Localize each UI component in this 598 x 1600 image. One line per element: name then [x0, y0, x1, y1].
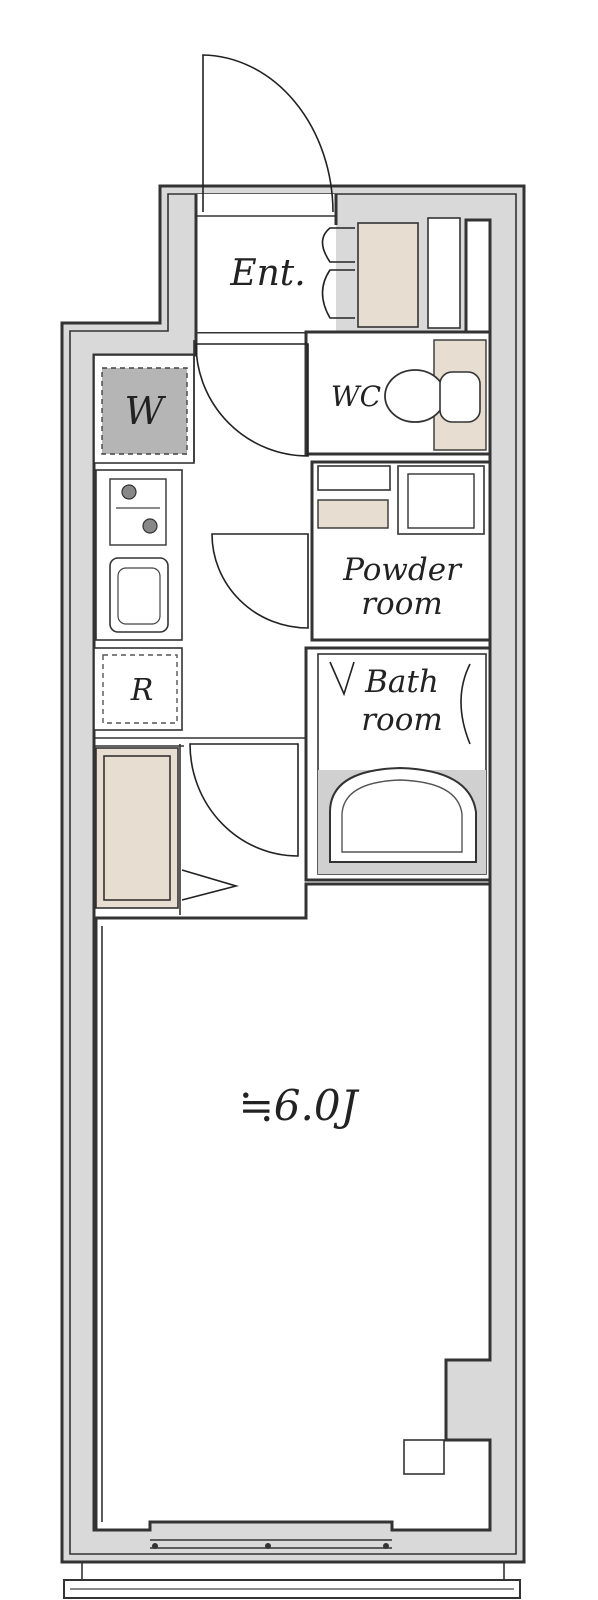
- burner-icon: [121, 484, 137, 500]
- burner-icon: [142, 518, 158, 534]
- powder-shelf-upper: [317, 465, 391, 491]
- bath-door-marker: [329, 661, 355, 697]
- storage-cabinet: [95, 747, 179, 909]
- washer-label: W: [124, 389, 166, 433]
- entrance-label: Ent.: [229, 253, 305, 294]
- main-room-size-label: ≒6.0J: [239, 1081, 360, 1130]
- storage-cabinet-inner: [103, 755, 171, 901]
- refrigerator: [102, 654, 178, 724]
- window-pin-icon: [152, 1543, 158, 1549]
- window-pin-icon: [265, 1543, 271, 1549]
- cabinet-door-lower: [321, 269, 355, 319]
- bath-room-label-line2: room: [361, 702, 443, 738]
- stove: [109, 478, 167, 546]
- inner-wall-line: [69, 193, 517, 1555]
- powder-room-door: [211, 533, 309, 629]
- opening-marker: [181, 869, 239, 901]
- refrigerator-space: [93, 647, 183, 731]
- window-pin-icon: [383, 1543, 389, 1549]
- shoe-cabinet: [357, 222, 419, 328]
- column-notch: [403, 1439, 445, 1475]
- bathtub-basin: [341, 779, 463, 853]
- powder-room-label-line2: room: [361, 586, 443, 622]
- shoe-cabinet-narrow: [427, 217, 461, 329]
- powder-room-label-line1: Powder: [342, 552, 463, 588]
- sink-basin: [117, 567, 161, 625]
- wc-door: [195, 343, 309, 457]
- refrigerator-label: R: [130, 673, 154, 708]
- bath-room-label-line1: Bath: [364, 664, 439, 700]
- main-room: [94, 882, 492, 1532]
- vanity-basin: [407, 473, 475, 529]
- entrance-floor: [196, 194, 336, 332]
- toilet-lid-icon: [439, 371, 481, 423]
- washer: [101, 367, 188, 455]
- bath-sink-icon: [460, 663, 471, 745]
- toilet-icon: [384, 369, 446, 423]
- entrance-door: [202, 54, 334, 213]
- wc-label: WC: [331, 380, 381, 413]
- sink: [109, 557, 169, 633]
- cabinet-door-upper: [321, 227, 355, 263]
- powder-shelf-lower: [317, 499, 389, 529]
- living-room-door: [189, 743, 299, 857]
